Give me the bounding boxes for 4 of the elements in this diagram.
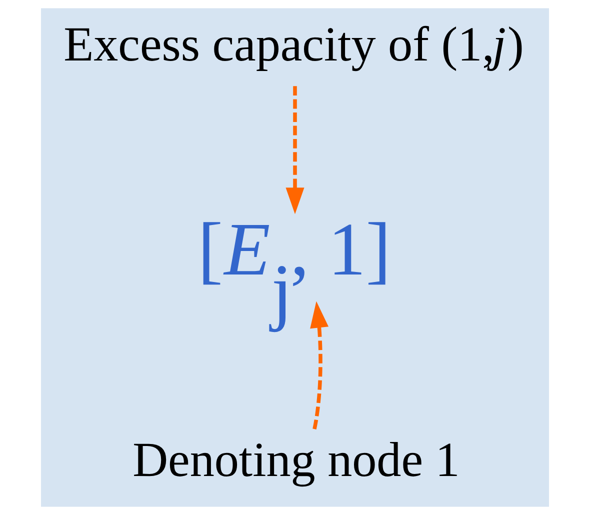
node-text: Denoting node 1 <box>132 432 460 488</box>
arrow <box>310 301 328 430</box>
arrow <box>286 86 304 214</box>
node-text: Excess capacity of (1,j) <box>64 16 524 72</box>
